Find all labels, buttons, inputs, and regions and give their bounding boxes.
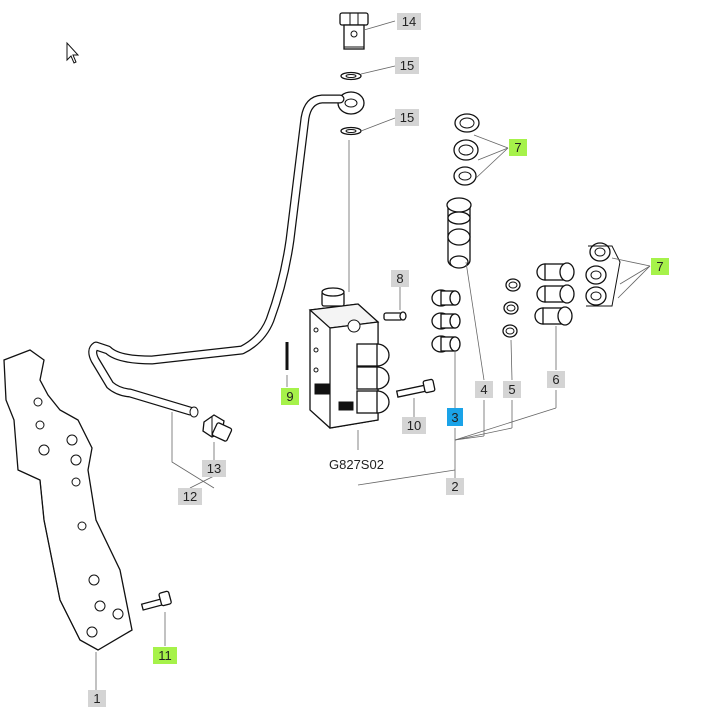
- svg-text:4: 4: [480, 382, 487, 397]
- svg-text:3: 3: [451, 410, 458, 425]
- callout-2[interactable]: 2: [446, 478, 464, 495]
- callout-11[interactable]: 11: [153, 647, 177, 664]
- svg-text:11: 11: [158, 648, 172, 663]
- drawing-code-label: G827S02: [329, 457, 384, 472]
- hydraulic-pipe-part: [88, 94, 345, 418]
- callout-1[interactable]: 1: [88, 690, 106, 707]
- callout-8[interactable]: 8: [391, 270, 409, 287]
- mouse-pointer-icon: [66, 41, 80, 64]
- coupler-set-part: [534, 262, 575, 326]
- svg-text:14: 14: [402, 14, 416, 29]
- callout-15-lower[interactable]: 15: [395, 109, 419, 126]
- callout-4[interactable]: 4: [475, 381, 493, 398]
- callout-7-right[interactable]: 7: [651, 258, 669, 275]
- callout-12[interactable]: 12: [178, 488, 202, 505]
- sealing-washer-upper: [340, 71, 362, 81]
- connector-fittings-part: [431, 289, 461, 353]
- callout-7-upper[interactable]: 7: [509, 139, 527, 156]
- svg-text:7: 7: [514, 140, 521, 155]
- svg-text:2: 2: [451, 479, 458, 494]
- callout-9[interactable]: 9: [281, 388, 299, 405]
- bracket-bolt-part: [140, 590, 172, 611]
- dust-caps-part-right: [585, 242, 621, 307]
- control-valve-block: [308, 287, 390, 429]
- svg-text:9: 9: [286, 389, 293, 404]
- callout-3[interactable]: 3: [447, 408, 463, 426]
- dust-caps-part-upper: [453, 113, 480, 186]
- svg-text:15: 15: [400, 58, 414, 73]
- svg-text:8: 8: [396, 271, 403, 286]
- banjo-bolt-part: [339, 12, 369, 50]
- svg-text:7: 7: [656, 259, 663, 274]
- svg-text:5: 5: [508, 382, 515, 397]
- callout-13[interactable]: 13: [202, 460, 226, 477]
- svg-text:15: 15: [400, 110, 414, 125]
- callout-10[interactable]: 10: [402, 417, 426, 434]
- bolt-part: [395, 378, 436, 398]
- quick-coupler-part: [446, 197, 472, 269]
- callout-5[interactable]: 5: [503, 381, 521, 398]
- callout-14[interactable]: 14: [397, 13, 421, 30]
- leader-lines: [95, 20, 651, 690]
- banjo-fitting: [337, 91, 365, 115]
- callout-6[interactable]: 6: [547, 371, 565, 388]
- svg-text:1: 1: [93, 691, 100, 706]
- svg-text:12: 12: [183, 489, 197, 504]
- adapter-fitting-part: [202, 414, 233, 442]
- svg-text:6: 6: [552, 372, 559, 387]
- screw-part: [383, 311, 407, 321]
- sealing-washer-lower: [340, 126, 362, 136]
- svg-text:13: 13: [207, 461, 221, 476]
- callout-15-upper[interactable]: 15: [395, 57, 419, 74]
- o-rings-part: [502, 278, 521, 338]
- mounting-bracket-part: [3, 349, 133, 651]
- svg-text:10: 10: [407, 418, 421, 433]
